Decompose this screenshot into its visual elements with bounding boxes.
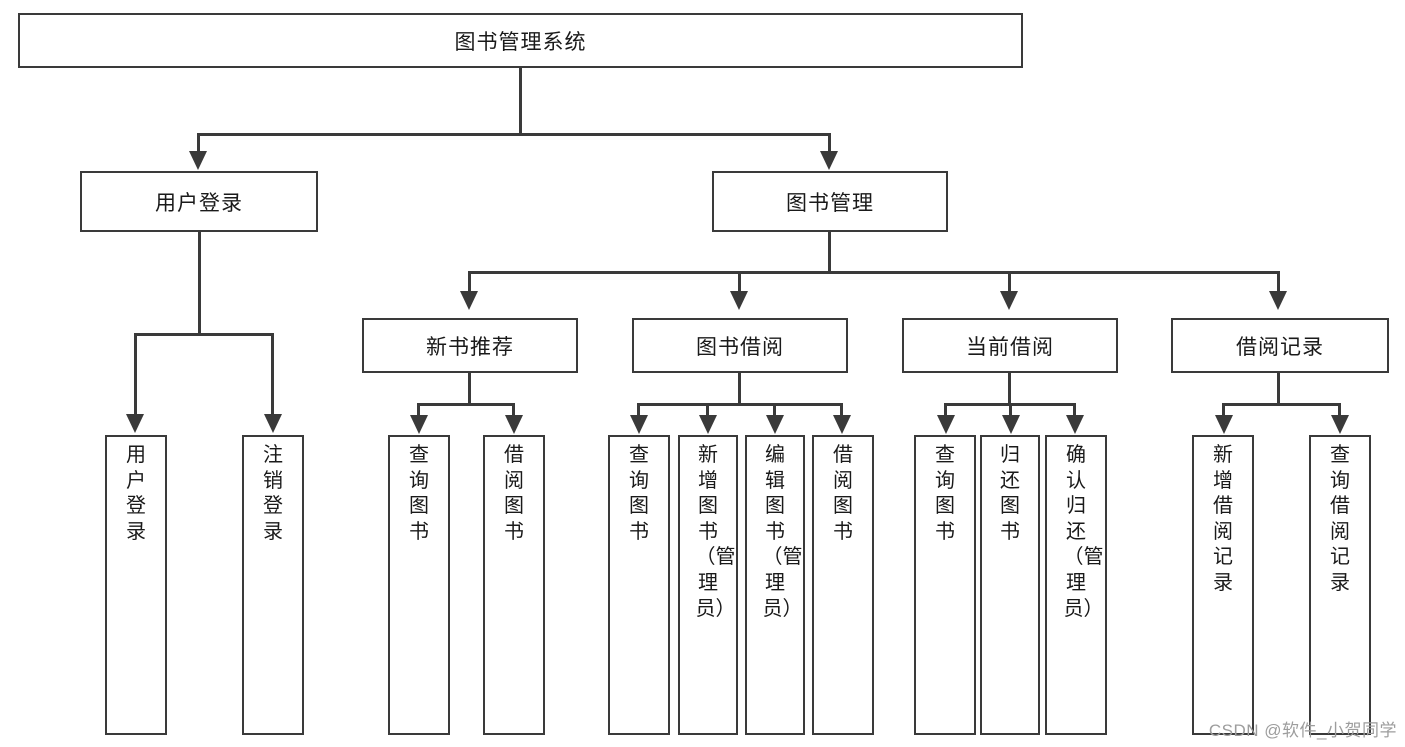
connector-book-borrow-bus <box>637 403 842 406</box>
arrowhead-bm-to-borrow-record <box>1269 291 1287 310</box>
arrowhead-user-login-to-leaf-2 <box>264 414 282 433</box>
connector-borrow-record-stem <box>1277 373 1280 406</box>
connector-book-borrow-to-leaf-4 <box>840 403 843 417</box>
arrowhead-book-borrow-to-leaf-3 <box>766 415 784 434</box>
node-book-management[interactable]: 图书管理 <box>712 171 948 232</box>
leaf-current-borrow-return-book[interactable]: 归还图书 <box>980 435 1040 735</box>
connector-user-login-to-leaf-1 <box>134 333 137 416</box>
arrowhead-bm-to-new-book <box>460 291 478 310</box>
watermark: CSDN @软件_小贺同学 <box>1208 721 1397 740</box>
node-label: 查询图书 <box>629 444 649 543</box>
node-borrow-record[interactable]: 借阅记录 <box>1171 318 1389 373</box>
node-label: 注销登录 <box>263 444 283 543</box>
node-label: 借阅图书 <box>833 444 853 543</box>
arrowhead-current-borrow-to-leaf-3 <box>1066 415 1084 434</box>
node-label: 查询借阅记录 <box>1330 444 1350 594</box>
node-label: 新增图书（管理员） <box>695 444 736 620</box>
connector-user-login-bus <box>134 333 274 336</box>
leaf-borrow-record-add-record[interactable]: 新增借阅记录 <box>1192 435 1254 735</box>
leaf-book-borrow-borrow-book[interactable]: 借阅图书 <box>812 435 874 735</box>
connector-borrow-record-bus <box>1222 403 1341 406</box>
leaf-user-login-logout[interactable]: 注销登录 <box>242 435 304 735</box>
arrowhead-new-book-to-leaf-2 <box>505 415 523 434</box>
leaf-user-login-user-login[interactable]: 用户登录 <box>105 435 167 735</box>
node-label: 借阅图书 <box>504 444 524 543</box>
arrowhead-borrow-record-to-leaf-2 <box>1331 415 1349 434</box>
node-label: 用户登录 <box>155 191 243 215</box>
connector-bm-to-current-borrow <box>1008 271 1011 293</box>
connector-current-borrow-to-leaf-1 <box>944 403 947 417</box>
node-user-login[interactable]: 用户登录 <box>80 171 318 232</box>
leaf-new-book-borrow-book[interactable]: 借阅图书 <box>483 435 545 735</box>
connector-current-borrow-to-leaf-3 <box>1073 403 1076 417</box>
leaf-book-borrow-query-book[interactable]: 查询图书 <box>608 435 670 735</box>
leaf-current-borrow-confirm-return-admin[interactable]: 确认归还（管理员） <box>1045 435 1107 735</box>
node-label: 借阅记录 <box>1236 335 1324 359</box>
connector-root-stem <box>519 68 522 135</box>
connector-root-to-book-management <box>828 133 831 155</box>
connector-new-book-to-leaf-1 <box>417 403 420 417</box>
connector-bm-to-new-book <box>468 271 471 293</box>
connector-current-borrow-stem <box>1008 373 1011 406</box>
connector-bm-to-borrow-record <box>1277 271 1280 293</box>
node-book-borrow[interactable]: 图书借阅 <box>632 318 848 373</box>
arrowhead-root-to-user-login <box>189 151 207 170</box>
node-label: 图书管理系统 <box>454 30 587 54</box>
connector-book-borrow-to-leaf-3 <box>773 403 776 417</box>
arrowhead-book-borrow-to-leaf-1 <box>630 415 648 434</box>
connector-root-to-user-login <box>197 133 200 155</box>
connector-borrow-record-to-leaf-2 <box>1338 403 1341 417</box>
connector-borrow-record-to-leaf-1 <box>1222 403 1225 417</box>
leaf-borrow-record-query-record[interactable]: 查询借阅记录 <box>1309 435 1371 735</box>
node-current-borrow[interactable]: 当前借阅 <box>902 318 1118 373</box>
arrowhead-borrow-record-to-leaf-1 <box>1215 415 1233 434</box>
node-label: 新增借阅记录 <box>1213 444 1233 594</box>
connector-book-borrow-stem <box>738 373 741 406</box>
connector-user-login-to-leaf-2 <box>271 333 274 416</box>
arrowhead-book-borrow-to-leaf-4 <box>833 415 851 434</box>
leaf-current-borrow-query-book[interactable]: 查询图书 <box>914 435 976 735</box>
node-new-book-recommend[interactable]: 新书推荐 <box>362 318 578 373</box>
connector-bm-to-book-borrow <box>738 271 741 293</box>
connector-book-borrow-to-leaf-1 <box>637 403 640 417</box>
node-label: 新书推荐 <box>426 335 514 359</box>
leaf-new-book-query-book[interactable]: 查询图书 <box>388 435 450 735</box>
node-label: 查询图书 <box>409 444 429 543</box>
node-label: 编辑图书（管理员） <box>762 444 803 620</box>
connector-new-book-to-leaf-2 <box>512 403 515 417</box>
arrowhead-root-to-book-management <box>820 151 838 170</box>
node-label: 查询图书 <box>935 444 955 543</box>
connector-new-book-stem <box>468 373 471 406</box>
connector-current-borrow-to-leaf-2 <box>1009 403 1012 417</box>
node-label: 图书借阅 <box>696 335 784 359</box>
node-label: 当前借阅 <box>966 335 1054 359</box>
arrowhead-bm-to-book-borrow <box>730 291 748 310</box>
connector-book-management-stem <box>828 232 831 274</box>
connector-book-management-bus <box>468 271 1280 274</box>
arrowhead-user-login-to-leaf-1 <box>126 414 144 433</box>
arrowhead-book-borrow-to-leaf-2 <box>699 415 717 434</box>
connector-new-book-bus <box>417 403 515 406</box>
node-label: 确认归还（管理员） <box>1063 444 1104 620</box>
node-label: 归还图书 <box>1000 444 1020 543</box>
arrowhead-new-book-to-leaf-1 <box>410 415 428 434</box>
leaf-book-borrow-edit-book-admin[interactable]: 编辑图书（管理员） <box>745 435 805 735</box>
connector-user-login-stem <box>198 232 201 336</box>
node-label: 图书管理 <box>786 191 874 215</box>
connector-book-borrow-to-leaf-2 <box>706 403 709 417</box>
node-label: 用户登录 <box>126 444 146 543</box>
arrowhead-bm-to-current-borrow <box>1000 291 1018 310</box>
arrowhead-current-borrow-to-leaf-2 <box>1002 415 1020 434</box>
leaf-book-borrow-add-book-admin[interactable]: 新增图书（管理员） <box>678 435 738 735</box>
node-root-book-management-system[interactable]: 图书管理系统 <box>18 13 1023 68</box>
connector-root-bus <box>197 133 831 136</box>
arrowhead-current-borrow-to-leaf-1 <box>937 415 955 434</box>
